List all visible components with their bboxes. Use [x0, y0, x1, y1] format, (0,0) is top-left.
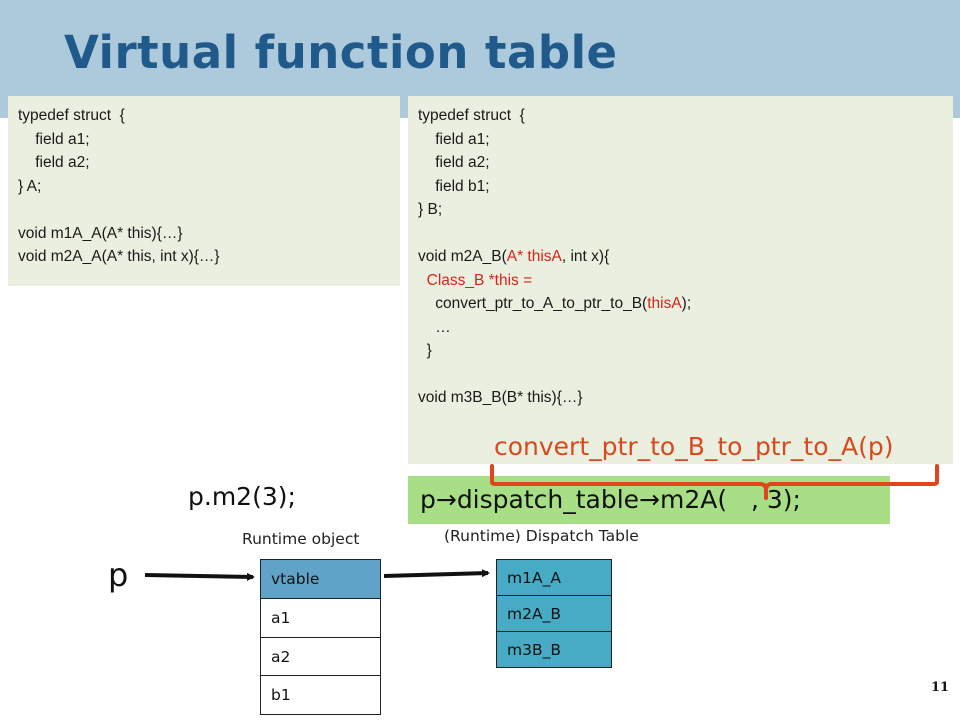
code-highlight: thisA — [647, 295, 682, 312]
convert-annotation: convert_ptr_to_B_to_ptr_to_A(p) — [494, 432, 894, 461]
code-line: typedef struct { — [18, 104, 390, 128]
runtime-object-field-a2: a2 — [260, 637, 381, 677]
code-highlight: A* thisA — [506, 248, 562, 265]
page-number: 11 — [931, 680, 950, 695]
method-call-expression: p.m2(3); — [188, 482, 296, 511]
code-text: field a1; — [418, 130, 490, 148]
dispatch-entry-m1A_A: m1A_A — [496, 559, 612, 596]
dispatch-expression: p→dispatch_table→m2A( , 3); — [408, 476, 890, 524]
code-highlight: Class_B *this = — [426, 271, 533, 289]
pointer-variable-label: p — [108, 556, 129, 594]
code-line: } B; — [418, 198, 943, 222]
pointer-arrow — [144, 572, 255, 581]
code-line: field a1; — [418, 128, 943, 152]
code-line: } A; — [18, 175, 390, 199]
code-text: } B; — [418, 201, 443, 218]
runtime-object-caption: Runtime object — [242, 530, 360, 548]
code-text: field a1; — [18, 130, 90, 148]
code-text: typedef struct { — [418, 107, 525, 124]
code-line: field b1; — [418, 175, 943, 199]
code-line: void m2A_A(A* this, int x){…} — [18, 245, 390, 269]
dispatch-table-caption: (Runtime) Dispatch Table — [444, 527, 639, 545]
code-text: , int x){ — [561, 248, 610, 265]
code-text: typedef struct { — [18, 107, 125, 124]
slide-title: Virtual function table — [64, 26, 618, 79]
code-line: void m3B_B(B* this){…} — [418, 386, 943, 410]
code-text: field b1; — [418, 177, 490, 195]
code-block-struct-b: typedef struct { field a1; field a2; fie… — [408, 96, 953, 464]
code-text: void m1A_A(A* this){…} — [18, 224, 183, 242]
code-line: convert_ptr_to_A_to_ptr_to_B(thisA); — [418, 292, 943, 316]
code-line: typedef struct { — [418, 104, 943, 128]
code-line: void m2A_B(A* thisA, int x){ — [418, 245, 943, 269]
code-text: field a2; — [18, 154, 90, 171]
code-text: void m3B_B(B* this){…} — [418, 389, 583, 406]
code-text: void m2A_B( — [418, 248, 507, 265]
code-text: field a2; — [418, 154, 490, 171]
code-line: … — [418, 316, 943, 340]
runtime-object-field-vtable: vtable — [260, 559, 381, 599]
runtime-object-field-b1: b1 — [260, 675, 381, 715]
code-text: void m2A_A(A* this, int x){…} — [18, 248, 220, 265]
code-line: field a2; — [18, 151, 390, 175]
code-line: void m1A_A(A* this){…} — [18, 222, 390, 246]
code-line: field a1; — [18, 128, 390, 152]
code-text: } — [418, 342, 432, 359]
code-text: } A; — [18, 177, 42, 195]
code-line: } — [418, 339, 943, 363]
brace-shape — [490, 464, 939, 500]
dispatch-entry-m3B_B: m3B_B — [496, 631, 612, 668]
code-line: Class_B *this = — [418, 269, 943, 293]
code-text: … — [418, 318, 451, 336]
dispatch-entry-m2A_B: m2A_B — [496, 595, 612, 632]
code-line: field a2; — [418, 151, 943, 175]
code-block-struct-a: typedef struct { field a1; field a2; } A;… — [8, 96, 400, 286]
code-text: ); — [681, 295, 692, 312]
code-text: convert_ptr_to_A_to_ptr_to_B( — [418, 295, 648, 312]
vtable-arrow — [383, 569, 490, 578]
